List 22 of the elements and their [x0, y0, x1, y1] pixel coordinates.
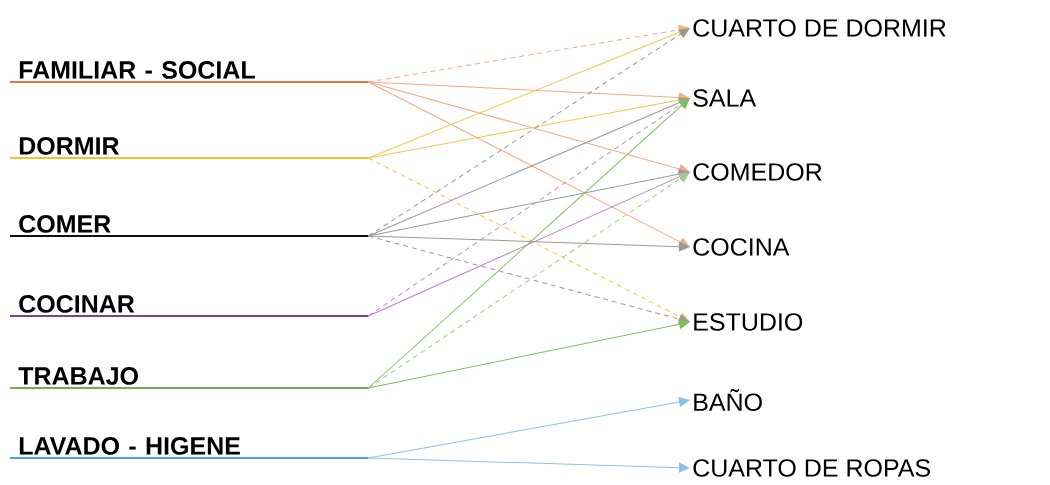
arrow: [367, 95, 690, 159]
arrow: [367, 28, 690, 237]
arrow: [367, 98, 690, 389]
arrow: [367, 81, 690, 247]
arrow: [367, 172, 690, 389]
underlined-label: LAVADO - HIGENE: [9, 437, 370, 459]
room-label: ESTUDIO: [694, 313, 803, 331]
room-label: CUARTO DE DORMIR: [693, 19, 946, 37]
room-label: BAÑO: [694, 388, 762, 412]
underlined-label: DORMIR: [9, 137, 370, 159]
room-label: COMEDOR: [693, 163, 822, 181]
arrow: [367, 235, 690, 252]
arrow: [367, 235, 690, 324]
room-label: COCINA: [693, 238, 790, 256]
room-label: SALA: [693, 89, 757, 107]
arrow: [367, 319, 690, 389]
underlined-label: FAMILIAR - SOCIAL: [9, 61, 370, 83]
underlined-label: COCINAR: [9, 295, 370, 317]
room-label: CUARTO DE ROPAS: [693, 459, 930, 477]
underlined-label: COMER: [9, 215, 370, 237]
arrow: [367, 457, 690, 473]
underlined-label: TRABAJO: [9, 367, 370, 389]
